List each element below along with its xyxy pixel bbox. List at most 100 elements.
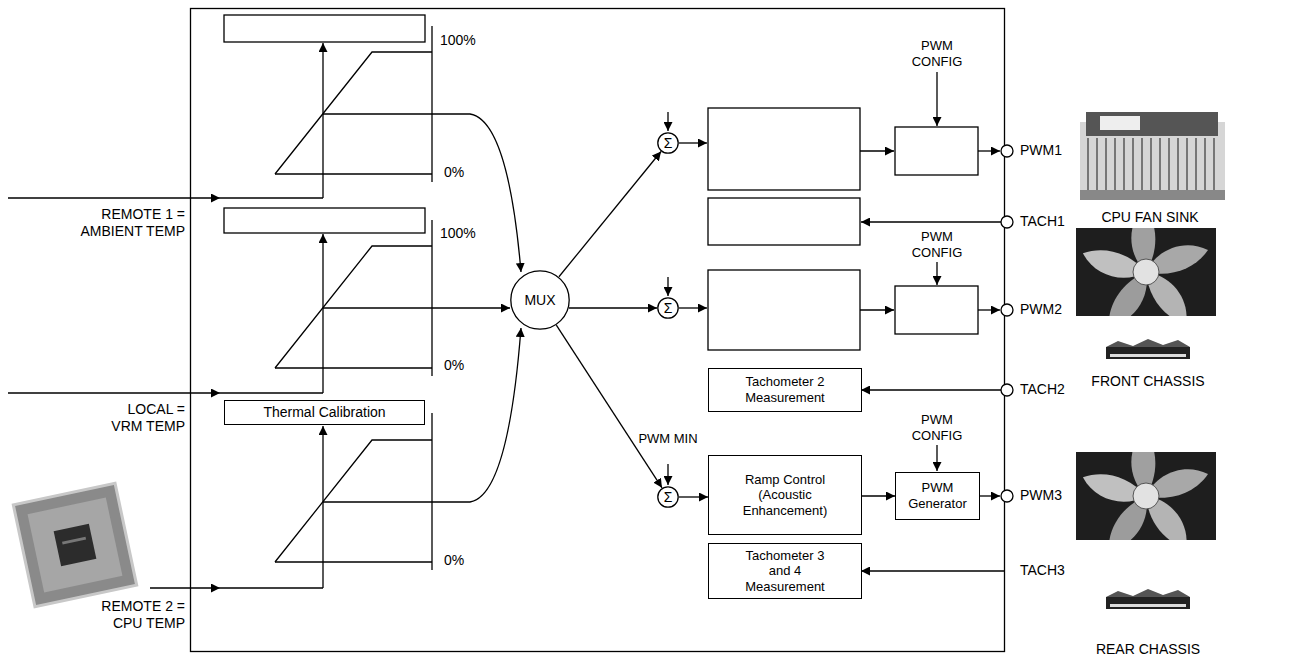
scale-label: 100% (440, 225, 500, 242)
circle-outline (658, 487, 678, 507)
circle-outline (658, 133, 678, 153)
input-wire (220, 587, 323, 588)
label-text: PWM MIN (638, 431, 697, 446)
cpu-chip-picture (13, 483, 136, 606)
cpu-fan-sink-picture (1088, 138, 1214, 198)
input-label: REMOTE 1 = AMBIENT TEMP (65, 206, 185, 240)
chip-outline (191, 9, 1005, 652)
input-wire (220, 392, 323, 393)
label-text: REAR CHASSIS (1096, 641, 1200, 657)
cpu-chip-picture (28, 498, 123, 593)
ramp-control-box: Ramp Control (Acoustic Enhancement) (708, 455, 862, 535)
cpu-chip-picture (62, 537, 86, 545)
signal-connector (679, 496, 708, 497)
fan-label: CPU FAN SINK (1078, 209, 1222, 226)
node-text: PWM Generator (900, 480, 975, 511)
pin-circle (1001, 490, 1013, 502)
signal-arrow (978, 150, 1000, 151)
label-text: CPU FAN SINK (1101, 209, 1198, 225)
cpu-chip-picture (13, 483, 136, 606)
tachometer-box: Tachometer 3 and 4 Measurement (708, 543, 862, 599)
label-text: PWM3 (1020, 487, 1062, 503)
ramp-box-empty (708, 270, 860, 350)
config-arrow (936, 445, 937, 471)
rear-fan-picture (1076, 429, 1216, 556)
signal-arrow (860, 309, 894, 310)
pin-circle (1001, 304, 1013, 316)
label-text: PWM2 (1020, 301, 1062, 317)
signal-arrow (860, 150, 894, 151)
mux-input-arrow (323, 307, 510, 308)
calibration-box: Thermal Calibration (224, 400, 425, 425)
config-label: PWM CONFIG (902, 229, 972, 260)
signal-arrow (978, 495, 1000, 496)
ramp-curve (275, 52, 432, 174)
offset-arrow (667, 464, 668, 485)
label-text: TACH2 (1020, 381, 1065, 397)
offset-arrow (667, 112, 668, 131)
label-text: PWM CONFIG (912, 229, 963, 260)
axis-line (431, 26, 432, 182)
signal-connector (862, 495, 895, 496)
pin-name: TACH2 (1020, 381, 1080, 398)
pwm-box-empty (895, 127, 978, 175)
config-arrow (936, 72, 937, 126)
pin-circle (1001, 145, 1013, 157)
signal-arrow (978, 309, 1000, 310)
config-label: PWM CONFIG (902, 412, 972, 443)
cpu-fan-sink-picture (1100, 116, 1140, 130)
pwm-generator-box: PWM Generator (895, 472, 980, 520)
label-text: LOCAL = VRM TEMP (111, 401, 185, 434)
summing-junction: Σ (657, 486, 679, 508)
label-text: 100% (440, 32, 476, 48)
front-fan-side-picture (1106, 339, 1190, 359)
node-text: Thermal Calibration (263, 404, 385, 421)
label-text: REMOTE 1 = AMBIENT TEMP (80, 206, 185, 239)
calibration-arrow (322, 43, 323, 198)
summing-junction: Σ (657, 297, 679, 319)
offset-arrow (667, 277, 668, 296)
label-text: 0% (444, 164, 464, 180)
pin-name: TACH3 (1020, 562, 1080, 579)
signal-arrow (679, 142, 707, 143)
scale-label: 0% (444, 357, 484, 374)
min-label: PWM MIN (638, 431, 698, 447)
tach-arrow (861, 221, 1001, 222)
label-text: REMOTE 2 = CPU TEMP (101, 598, 185, 631)
node-text: Σ (664, 490, 673, 504)
fan-label: REAR CHASSIS (1071, 641, 1225, 658)
tach-arrow (861, 389, 1001, 390)
signal-connector (556, 325, 662, 488)
label-text: 0% (444, 357, 464, 373)
label-text: PWM CONFIG (912, 412, 963, 443)
axis-line (431, 413, 432, 570)
input-label: REMOTE 2 = CPU TEMP (85, 598, 185, 632)
summing-junction: Σ (657, 132, 679, 154)
pin-circle (1001, 216, 1013, 228)
cpu-chip-picture (54, 524, 97, 567)
axis-line (431, 220, 432, 376)
label-text: 0% (444, 552, 464, 568)
input-arrow (8, 392, 220, 393)
wiring (8, 9, 1013, 652)
pin-name: PWM3 (1020, 487, 1080, 504)
label-text: TACH1 (1020, 213, 1065, 229)
node-text: MUX (524, 293, 555, 307)
circle-outline (511, 271, 569, 329)
calibration-arrow (322, 426, 323, 588)
ramp-curve (275, 440, 432, 562)
scale-label: 0% (444, 552, 484, 569)
pin-name: TACH1 (1020, 213, 1080, 230)
pin-name: PWM2 (1020, 301, 1080, 318)
label-text: PWM1 (1020, 142, 1062, 158)
calibration-arrow (322, 234, 323, 393)
tach-box-empty (708, 198, 860, 245)
ramp-box-empty (708, 108, 860, 190)
node-text: Σ (664, 301, 673, 315)
input-arrow (8, 197, 220, 198)
rear-fan-side-picture (1106, 589, 1190, 609)
label-text: FRONT CHASSIS (1091, 373, 1204, 389)
mux-circle: MUX (510, 270, 570, 330)
label-text: PWM CONFIG (912, 38, 963, 69)
